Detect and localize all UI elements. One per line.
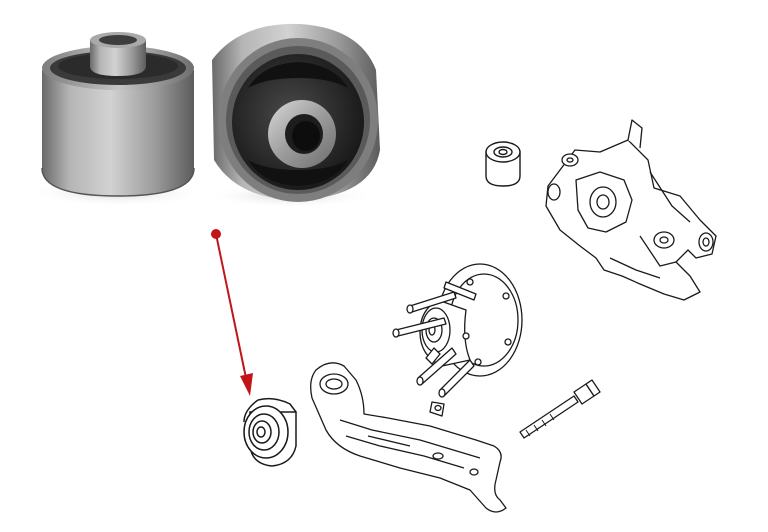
bushing-photo-side (205, 23, 380, 208)
bushing-photo-front (28, 32, 208, 207)
diagram-small-bushing (485, 141, 521, 187)
diagram-wheel-hub (392, 263, 523, 398)
diagram-rear-knuckle (545, 119, 717, 301)
callout-arrow (211, 229, 253, 396)
diagram-trailing-arm-bushing (243, 397, 297, 467)
diagram-mounting-bolt (519, 379, 601, 439)
wheel-studs (392, 281, 477, 398)
diagram-trailing-arm (310, 362, 507, 513)
arrowhead-icon (240, 373, 253, 396)
